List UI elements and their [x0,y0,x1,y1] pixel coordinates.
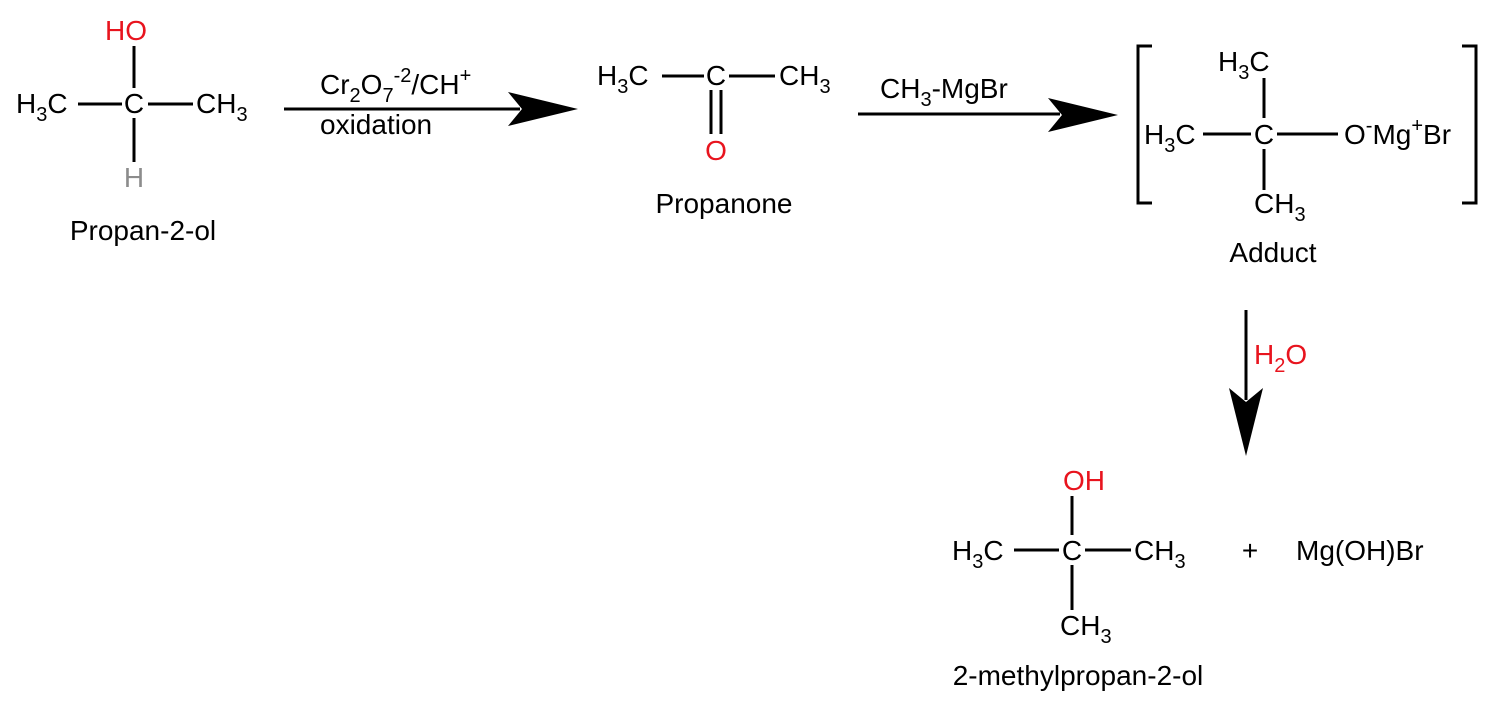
intermediate-propanone: H3C C CH3 O Propanone [597,60,831,219]
step3-reagent-label: H2O [1254,339,1307,377]
reactant-left-methyl-label: H3C [16,88,68,126]
adduct-left-bracket [1136,44,1152,205]
reactant-central-carbon-label: C [124,88,144,119]
product-name: 2-methylpropan-2-ol [953,660,1204,691]
reactant-name: Propan-2-ol [70,215,216,246]
product-left-methyl-label: H3C [952,535,1004,573]
product-right-methyl-label: CH3 [1134,535,1186,573]
product-bottom-methyl-label: CH3 [1060,610,1112,648]
product-plus-sign: + [1242,535,1258,566]
adduct-alkoxide-label: O-Mg+Br [1344,115,1451,150]
propanone-right-methyl-label: CH3 [779,60,831,98]
product-2-methylpropan-2-ol: OH H3C C CH3 CH3 + Mg(OH)Br 2-methylprop… [952,465,1424,691]
propanone-oxygen-label: O [705,135,727,166]
adduct-name: Adduct [1229,237,1316,268]
step3-arrow-head [1229,388,1263,456]
propanone-left-methyl-label: H3C [597,60,649,98]
step1-reagent-label: Cr2O7-2/CH+ [320,65,471,107]
intermediate-name: Propanone [655,188,792,219]
reactant-right-methyl-label: CH3 [196,88,248,126]
step1-arrow-head [508,92,578,126]
propanone-carbonyl-carbon-label: C [706,60,726,91]
product-central-carbon-label: C [1062,535,1082,566]
reactant-propan-2-ol: HO H3C C CH3 H Propan-2-ol [16,15,248,246]
step1-arrow-group: Cr2O7-2/CH+ oxidation [284,65,578,140]
step3-arrow-group: H2O [1229,310,1307,456]
adduct-bottom-methyl-label: CH3 [1254,188,1306,226]
byproduct-label: Mg(OH)Br [1296,535,1424,566]
adduct-left-methyl-label: H3C [1144,119,1196,157]
step1-condition-label: oxidation [320,109,432,140]
adduct-central-carbon-label: C [1254,119,1274,150]
step2-reagent-label: CH3-MgBr [880,73,1008,111]
reactant-hydrogen-label: H [124,162,144,193]
step2-arrow-group: CH3-MgBr [858,73,1118,132]
adduct-right-bracket [1462,44,1478,205]
adduct-complex: H3C H3C C O-Mg+Br CH3 Adduct [1136,44,1478,268]
adduct-top-methyl-label: H3C [1218,46,1270,84]
step2-arrow-head [1048,98,1118,132]
product-hydroxyl-label: OH [1063,465,1105,496]
reactant-hydroxyl-label: HO [105,15,147,46]
